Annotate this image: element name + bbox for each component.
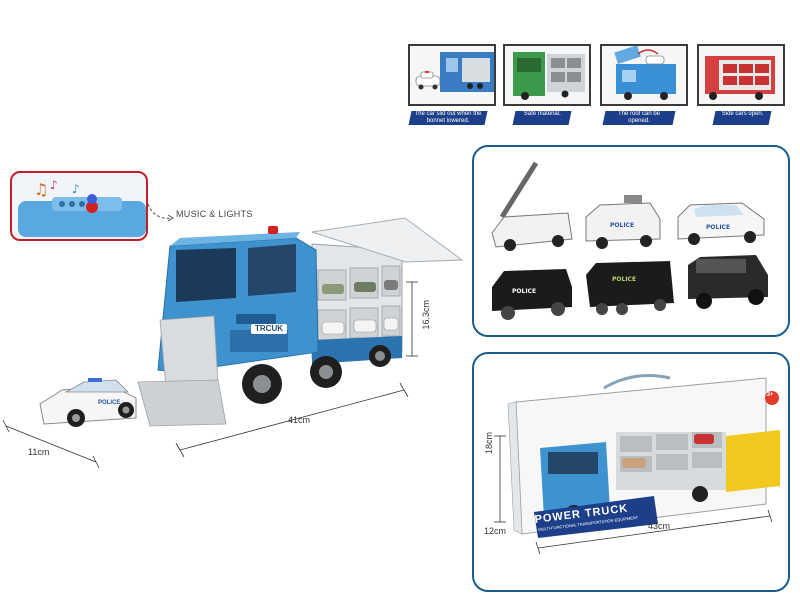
mini-armored-van: POLICE (585, 195, 661, 249)
mini-suv: POLICE (677, 202, 765, 245)
truck-width-dim: 11cm (28, 447, 50, 457)
music-lights-callout: ♫ ♪ ♪ (10, 171, 148, 241)
svg-text:POLICE: POLICE (512, 288, 536, 295)
feature-caption-4: Side cars open. (712, 111, 772, 125)
package-height-dim: 18cm (484, 432, 494, 455)
mini-ladder-truck (491, 161, 573, 251)
svg-text:♪: ♪ (50, 178, 58, 192)
svg-text:POLICE: POLICE (610, 222, 634, 229)
feature-caption-3: The roof can be opened. (602, 111, 676, 125)
truck-logo: TRCUK (251, 324, 287, 334)
package-depth-dim: 12cm (484, 526, 507, 536)
truck-length-dim: 41cm (288, 415, 311, 425)
svg-text:♫: ♫ (34, 180, 48, 199)
svg-text:POLICE: POLICE (706, 224, 730, 231)
mini-vehicles-panel: POLICE POLICE POLICE POLICE (472, 145, 790, 337)
truck-height-dim: 16.3cm (421, 300, 431, 330)
svg-text:♪: ♪ (72, 182, 80, 196)
police-car-label: POLICE (98, 400, 121, 406)
music-lights-label: MUSIC & LIGHTS (176, 209, 253, 219)
mini-swat-truck: POLICE (586, 261, 674, 315)
package-width-dim: 43cm (648, 521, 671, 531)
feature-caption-2: Safe material. (512, 111, 572, 125)
mini-vehicles-grid: POLICE POLICE POLICE POLICE (491, 161, 768, 320)
package-panel (472, 352, 790, 592)
callout-arrow-icon (147, 203, 174, 222)
feature-side-cars-image (697, 44, 785, 106)
mini-swat-van: POLICE (492, 269, 572, 320)
feature-slide-out-image (408, 44, 496, 106)
mini-jeep (688, 255, 768, 309)
truck-illustration (2, 217, 464, 469)
svg-text:POLICE: POLICE (612, 276, 636, 283)
feature-caption-1: The car slid out when the bonnet lowered… (408, 111, 488, 125)
age-badge: 3+ (766, 392, 774, 398)
package-illustration (494, 374, 780, 555)
feature-roof-open-image (600, 44, 688, 106)
feature-safe-material-image (503, 44, 591, 106)
